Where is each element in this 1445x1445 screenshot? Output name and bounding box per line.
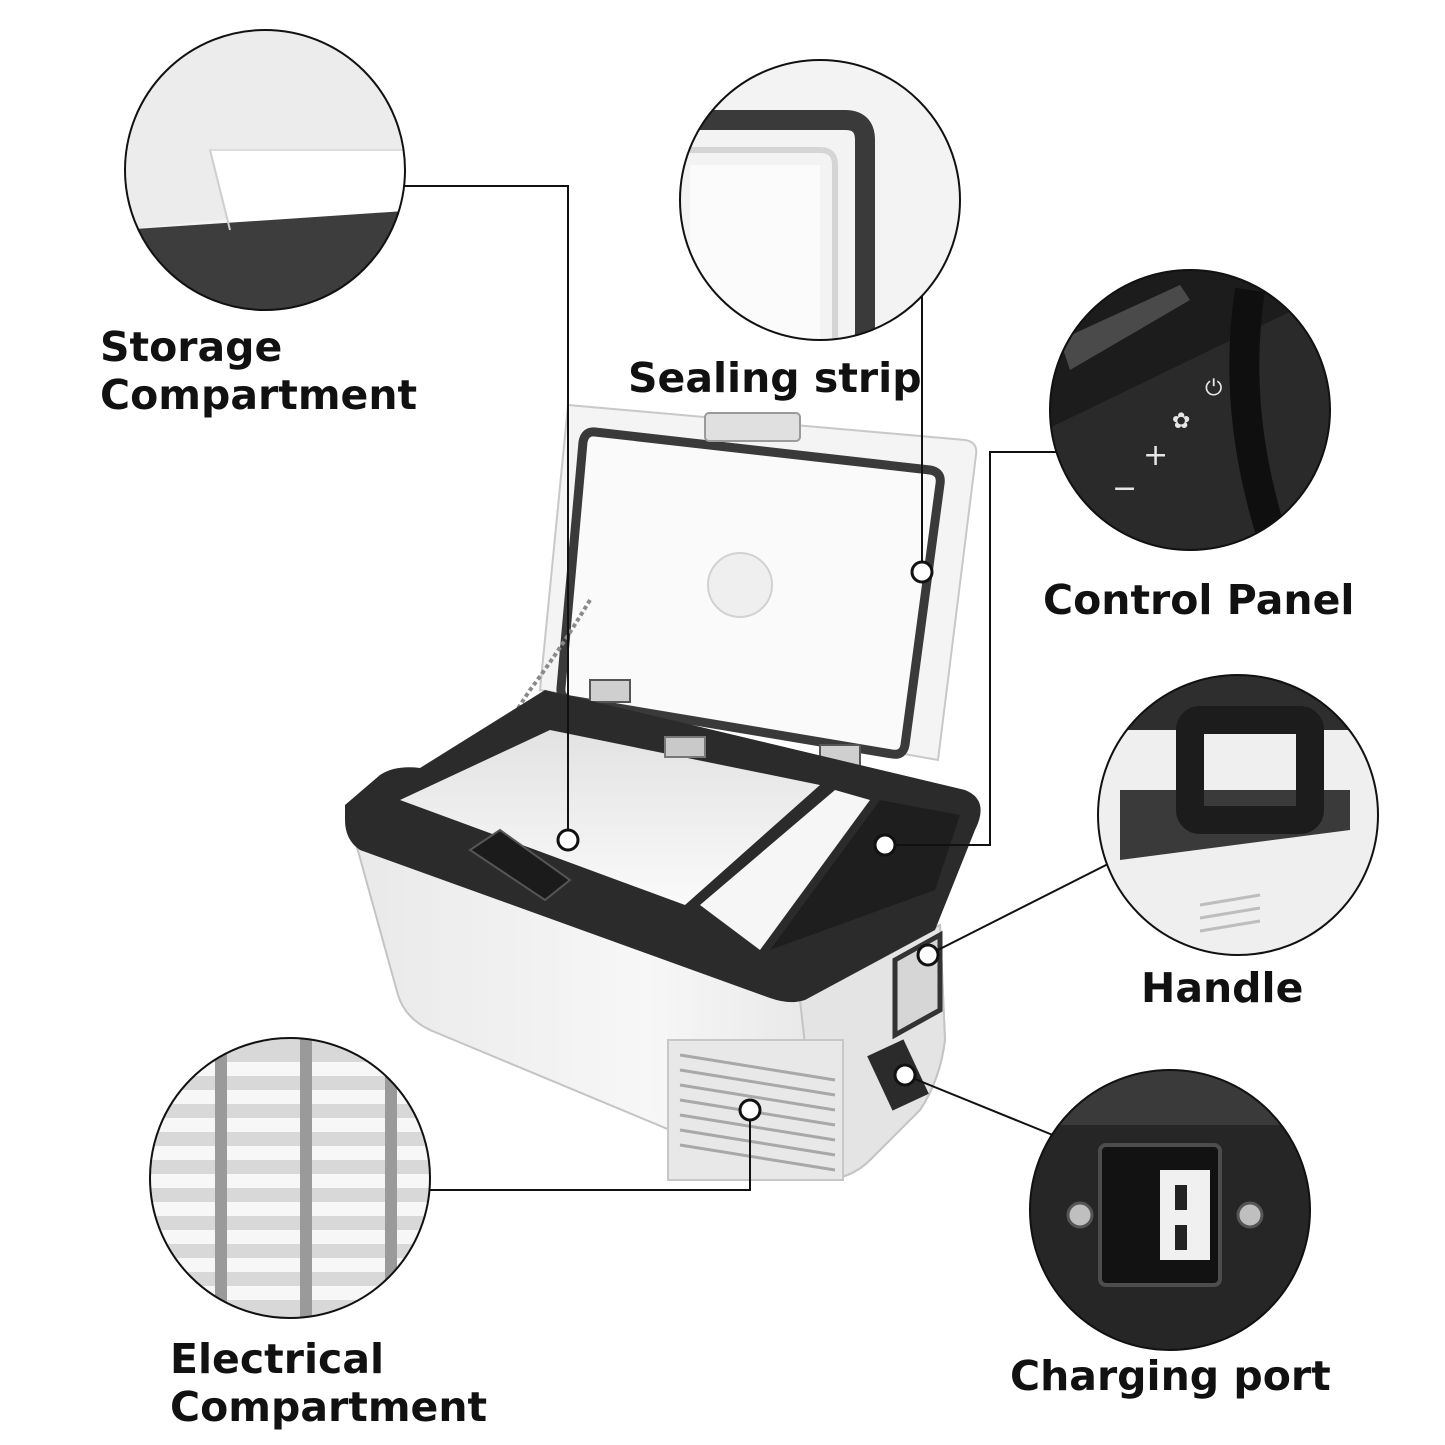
electrical-dot <box>738 1098 762 1122</box>
handle-label: Handle <box>1141 964 1303 1012</box>
power-icon: ⏻ <box>1205 376 1222 401</box>
control-display <box>664 736 706 758</box>
control-leader <box>885 451 1058 846</box>
handle-dot <box>916 943 940 967</box>
electrical-zoom-circle <box>149 1037 431 1319</box>
control-strip <box>770 800 960 950</box>
storage-label-line2: Compartment <box>100 371 418 419</box>
charging-label-line1: Charging port <box>1010 1352 1331 1400</box>
charging-dot <box>893 1063 917 1087</box>
storage-zoom-circle <box>124 29 406 311</box>
callout-lines <box>405 185 1113 1191</box>
handle-label-line1: Handle <box>1141 964 1304 1012</box>
sealing-zoom-circle <box>679 59 961 341</box>
storage-compartment-label: Storage Compartment <box>100 323 417 419</box>
sealing-strip-label: Sealing strip <box>628 354 922 402</box>
handle-zoom-circle <box>1097 674 1379 956</box>
electrical-compartment-label: Electrical Compartment <box>170 1335 487 1431</box>
sealing-dot <box>910 560 934 584</box>
inner-cavity <box>400 730 820 905</box>
body-vent-grille <box>667 1039 844 1181</box>
lid-latch <box>704 412 801 442</box>
control-label-line1: Control Panel <box>1043 576 1355 624</box>
handle-leader <box>927 861 1113 956</box>
minus-symbol: − <box>1112 471 1137 506</box>
callout-dots <box>556 560 940 1122</box>
lid-center-disc <box>707 552 773 618</box>
inner-divider-area <box>700 790 870 950</box>
storage-dot <box>556 828 580 852</box>
control-panel-label: Control Panel <box>1043 576 1354 624</box>
plus-symbol: + <box>1143 438 1168 473</box>
electrical-label-line2: Compartment <box>170 1383 488 1431</box>
control-zoom-circle <box>1049 269 1331 551</box>
storage-leader <box>405 185 569 840</box>
electrical-label-line1: Electrical <box>170 1335 385 1383</box>
charging-zoom-circle <box>1029 1069 1311 1351</box>
control-panel-symbols: − + ✿ ⏻ <box>1112 376 1222 506</box>
front-handle <box>468 828 572 902</box>
charging-leader <box>904 1074 1066 1141</box>
settings-icon: ✿ <box>1172 409 1190 434</box>
electrical-leader <box>428 1110 751 1191</box>
control-dot <box>873 833 897 857</box>
charging-port-label: Charging port <box>1010 1352 1331 1400</box>
hinge-left <box>589 679 631 703</box>
fridge-illustration <box>345 403 981 1182</box>
storage-label-line1: Storage <box>100 323 283 371</box>
sealing-label-line1: Sealing strip <box>628 354 922 402</box>
